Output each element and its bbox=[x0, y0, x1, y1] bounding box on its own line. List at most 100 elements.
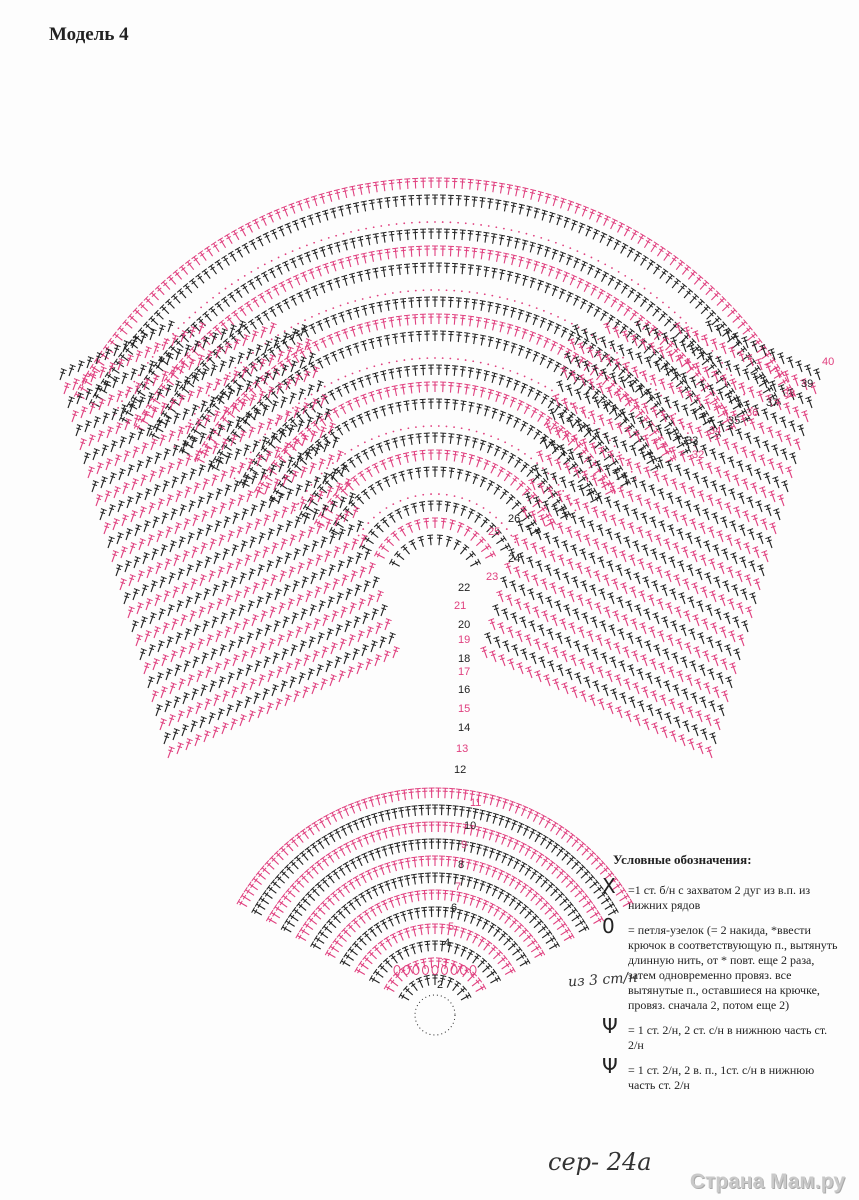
stitch-mark bbox=[380, 462, 386, 465]
chain-dot bbox=[511, 444, 513, 447]
stitch-mark bbox=[208, 436, 213, 442]
stitch-mark bbox=[189, 435, 193, 440]
stitch-mark bbox=[268, 494, 273, 501]
stitch-mark bbox=[457, 524, 463, 528]
stitch-mark bbox=[465, 471, 470, 482]
stitch-mark bbox=[214, 379, 220, 391]
stitch-mark bbox=[474, 560, 479, 566]
stitch-mark bbox=[250, 296, 257, 301]
stitch-mark bbox=[583, 338, 590, 343]
stitch-mark bbox=[345, 399, 352, 404]
stitch-mark bbox=[139, 381, 144, 387]
stitch-mark bbox=[384, 197, 391, 199]
chain-dot bbox=[326, 467, 329, 470]
stitch-mark bbox=[356, 496, 362, 501]
stitch-mark bbox=[468, 315, 475, 318]
stitch-mark bbox=[395, 552, 405, 561]
stitch-mark bbox=[646, 261, 654, 270]
stitch-mark bbox=[133, 422, 138, 429]
stitch-mark bbox=[597, 441, 602, 446]
stitch-mark bbox=[224, 377, 230, 381]
stitch-mark bbox=[320, 249, 326, 252]
stitch-mark bbox=[532, 315, 538, 326]
stitch-mark bbox=[363, 490, 371, 500]
stitch-mark bbox=[368, 445, 375, 449]
stitch-mark bbox=[244, 368, 249, 374]
stitch-mark bbox=[567, 202, 573, 206]
stitch-mark bbox=[204, 245, 210, 250]
stitch-mark bbox=[232, 431, 241, 439]
chain-dot bbox=[453, 426, 455, 429]
stitch-mark bbox=[540, 319, 546, 323]
stitch-mark bbox=[207, 409, 211, 414]
stitch-mark bbox=[308, 323, 315, 327]
stitch-mark bbox=[333, 408, 340, 418]
stitch-mark bbox=[622, 366, 628, 372]
stitch-mark bbox=[357, 235, 364, 239]
stitch-mark bbox=[310, 195, 317, 198]
stitch-mark bbox=[396, 404, 402, 407]
stitch-mark bbox=[397, 402, 401, 413]
stitch-mark bbox=[306, 559, 312, 571]
stitch-mark bbox=[550, 341, 556, 352]
stitch-mark bbox=[464, 332, 471, 334]
stitch-mark bbox=[392, 388, 398, 390]
stitch-mark bbox=[387, 512, 393, 517]
stitch-mark bbox=[575, 202, 582, 206]
stitch-mark bbox=[310, 285, 317, 289]
stitch-mark bbox=[364, 269, 371, 272]
stitch-mark bbox=[86, 357, 92, 369]
chain-dot bbox=[283, 330, 286, 333]
stitch-mark bbox=[372, 267, 379, 270]
stitch-mark bbox=[357, 470, 363, 475]
stitch-mark bbox=[686, 290, 691, 295]
stitch-mark bbox=[350, 275, 356, 278]
stitch-mark bbox=[185, 344, 192, 348]
stitch-mark bbox=[370, 448, 375, 452]
stitch-mark bbox=[472, 474, 478, 485]
stitch-mark bbox=[295, 199, 302, 203]
stitch-mark bbox=[515, 416, 522, 421]
stitch-mark bbox=[365, 413, 371, 417]
stitch-mark bbox=[376, 249, 383, 252]
stitch-mark bbox=[573, 443, 582, 452]
chain-dot bbox=[407, 290, 410, 293]
stitch-mark bbox=[498, 375, 504, 386]
stitch-mark bbox=[251, 458, 256, 464]
chain-dot bbox=[557, 483, 560, 486]
stitch-mark bbox=[650, 243, 657, 253]
stitch-mark bbox=[400, 386, 406, 389]
stitch-mark bbox=[184, 326, 190, 332]
chain-dot bbox=[377, 435, 380, 438]
stitch-mark bbox=[640, 435, 645, 441]
stitch-mark bbox=[553, 420, 560, 425]
stitch-mark bbox=[340, 259, 344, 270]
stitch-mark bbox=[461, 178, 464, 189]
stitch-mark bbox=[225, 382, 230, 388]
stitch-mark bbox=[653, 265, 660, 275]
stitch-mark bbox=[112, 408, 119, 412]
stitch-mark bbox=[403, 400, 410, 403]
stitch-mark bbox=[737, 321, 746, 329]
chain-dot bbox=[510, 229, 513, 232]
stitch-mark bbox=[411, 365, 418, 367]
stitch-mark bbox=[532, 519, 537, 526]
stitch-mark bbox=[356, 413, 363, 417]
stitch-mark bbox=[472, 533, 478, 538]
stitch-mark bbox=[110, 367, 120, 374]
stitch-mark bbox=[621, 326, 627, 330]
stitch-mark bbox=[271, 401, 277, 413]
stitch-mark bbox=[523, 404, 530, 415]
stitch-mark bbox=[91, 366, 101, 373]
stitch-mark bbox=[312, 198, 318, 201]
stitch-mark bbox=[537, 191, 542, 202]
stitch-mark bbox=[468, 456, 474, 460]
stitch-mark bbox=[514, 326, 519, 337]
chain-dot bbox=[257, 267, 259, 269]
chain-dot bbox=[277, 334, 280, 337]
stitch-mark bbox=[313, 343, 319, 347]
chain-dot bbox=[500, 522, 503, 524]
stitch-mark bbox=[559, 252, 564, 263]
stitch-mark bbox=[603, 294, 611, 304]
stitch-mark bbox=[198, 607, 204, 619]
